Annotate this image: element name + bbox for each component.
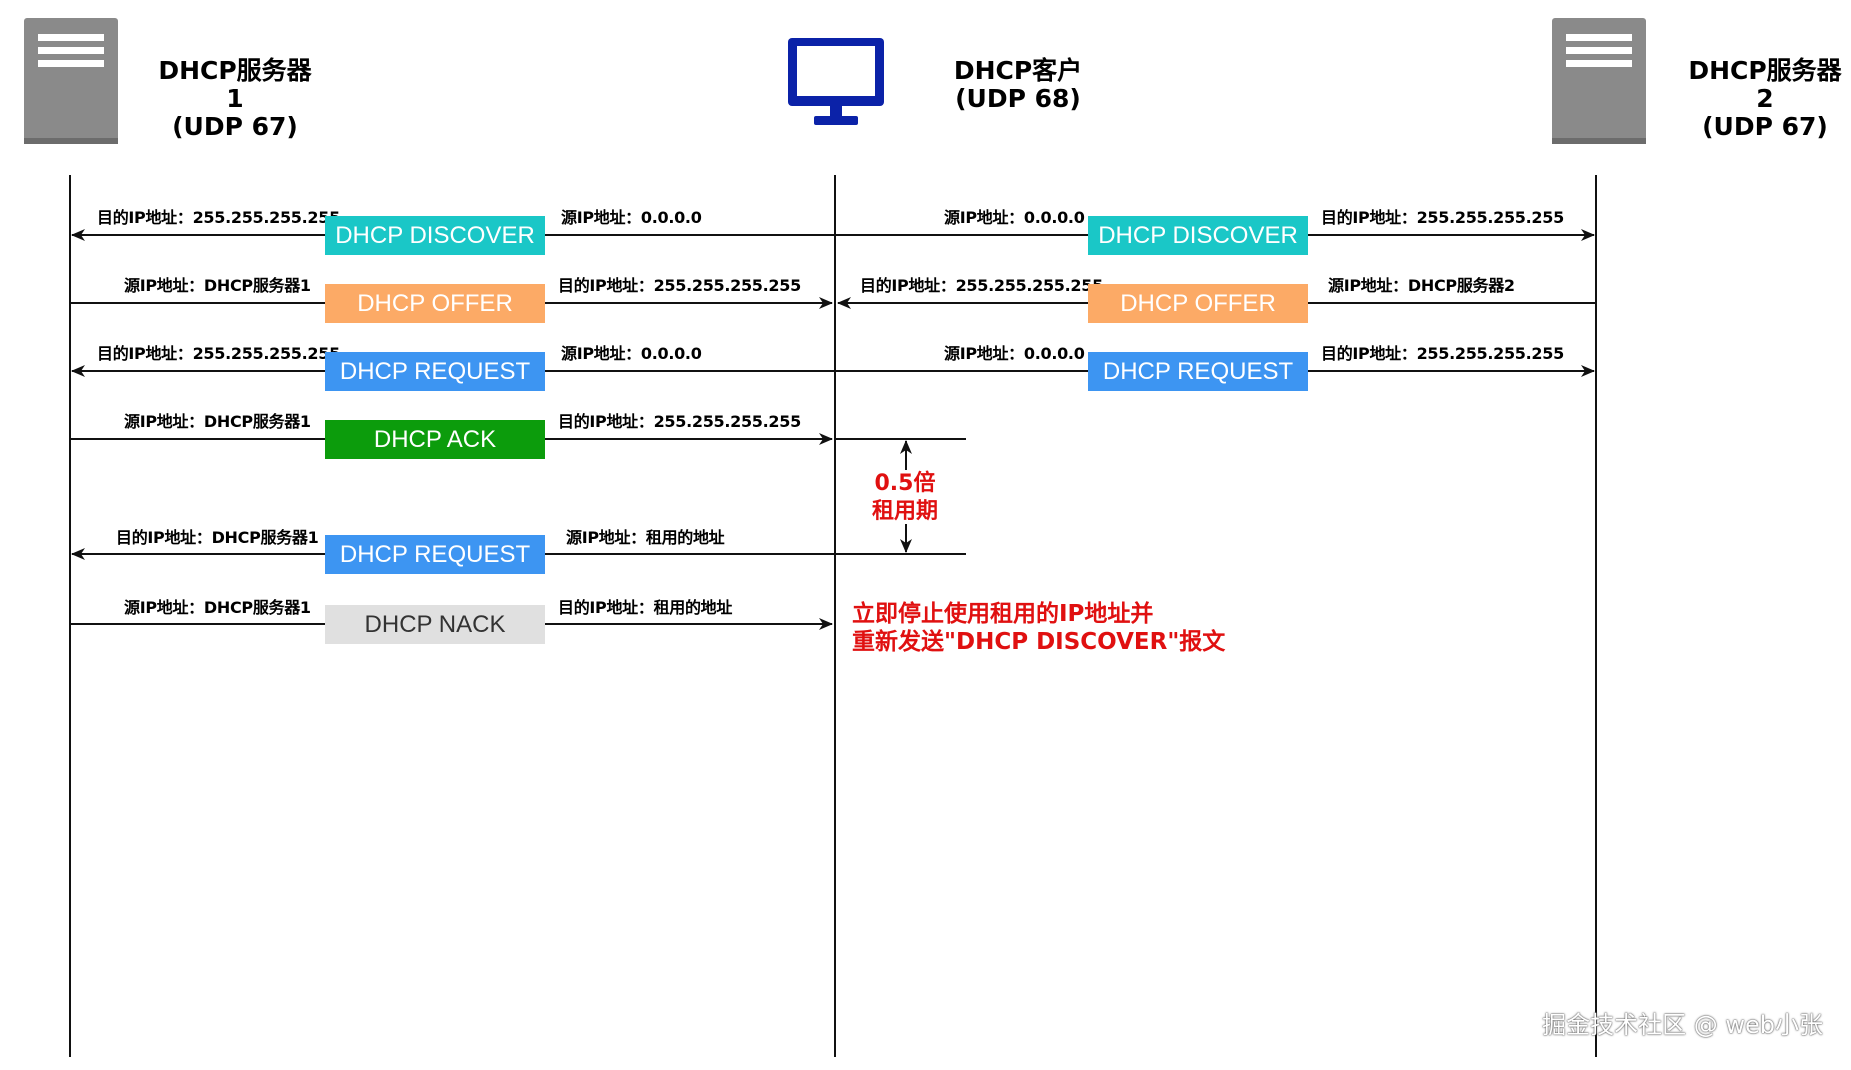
offer-box-left: DHCP OFFER [325, 284, 545, 323]
client-name: DHCP客户 [953, 56, 1083, 85]
request-box-right: DHCP REQUEST [1088, 352, 1308, 391]
server2-name: DHCP服务器2 [1688, 56, 1842, 113]
nack-box: DHCP NACK [325, 605, 545, 644]
m3-left-dest-addr: 目的IP地址：255.255.255.255 [97, 344, 340, 363]
m1-left-src-addr: 源IP地址：0.0.0.0 [561, 208, 702, 227]
m2-left-dest-addr: 目的IP地址：255.255.255.255 [558, 276, 801, 295]
monitor-icon [788, 38, 884, 125]
server2-port: (UDP 67) [1702, 112, 1828, 141]
ack-box: DHCP ACK [325, 420, 545, 459]
client-port: (UDP 68) [955, 84, 1081, 113]
server1-label: DHCP服务器1 (UDP 67) [150, 57, 320, 141]
watermark: 掘金技术社区 @ web小张 [1542, 1011, 1823, 1039]
server2-lifeline [1595, 175, 1597, 1057]
m3-right-src-addr: 源IP地址：0.0.0.0 [944, 344, 1085, 363]
m6-src-addr: 源IP地址：DHCP服务器1 [124, 598, 311, 617]
discover-box-left: DHCP DISCOVER [325, 216, 545, 255]
client-lifeline [834, 175, 836, 1057]
lease-note-line1: 0.5倍 [874, 471, 936, 496]
lease-note-line2: 租用期 [871, 499, 938, 524]
m1-right-src-addr: 源IP地址：0.0.0.0 [944, 208, 1085, 227]
m2-left-src-addr: 源IP地址：DHCP服务器1 [124, 276, 311, 295]
m3-left-src-addr: 源IP地址：0.0.0.0 [561, 344, 702, 363]
m6-dest-addr: 目的IP地址：租用的地址 [558, 598, 733, 617]
m4-src-addr: 源IP地址：DHCP服务器1 [124, 412, 311, 431]
renew-request-box: DHCP REQUEST [325, 535, 545, 574]
server1-port: (UDP 67) [172, 112, 298, 141]
discover-box-right: DHCP DISCOVER [1088, 216, 1308, 255]
m2-right-dest-addr: 目的IP地址：255.255.255.255 [860, 276, 1103, 295]
request-box-left: DHCP REQUEST [325, 352, 545, 391]
m1-right-dest-addr: 目的IP地址：255.255.255.255 [1321, 208, 1564, 227]
server1-name: DHCP服务器1 [158, 56, 312, 113]
m5-src-addr: 源IP地址：租用的地址 [566, 528, 725, 547]
server2-label: DHCP服务器2 (UDP 67) [1680, 57, 1850, 141]
nack-note-line2: 重新发送"DHCP DISCOVER"报文 [852, 629, 1226, 655]
m4-dest-addr: 目的IP地址：255.255.255.255 [558, 412, 801, 431]
m2-right-src-addr: 源IP地址：DHCP服务器2 [1328, 276, 1515, 295]
client-label: DHCP客户 (UDP 68) [938, 57, 1098, 113]
server1-icon [24, 18, 118, 144]
server1-lifeline [69, 175, 71, 1057]
nack-note-line1: 立即停止使用租用的IP地址并 [852, 601, 1154, 627]
lease-period-note: 0.5倍 租用期 [860, 470, 950, 526]
nack-action-note: 立即停止使用租用的IP地址并 重新发送"DHCP DISCOVER"报文 [852, 600, 1225, 656]
offer-box-right: DHCP OFFER [1088, 284, 1308, 323]
server2-icon [1552, 18, 1646, 144]
m5-dest-addr: 目的IP地址：DHCP服务器1 [116, 528, 319, 547]
m3-right-dest-addr: 目的IP地址：255.255.255.255 [1321, 344, 1564, 363]
m1-left-dest-addr: 目的IP地址：255.255.255.255 [97, 208, 340, 227]
